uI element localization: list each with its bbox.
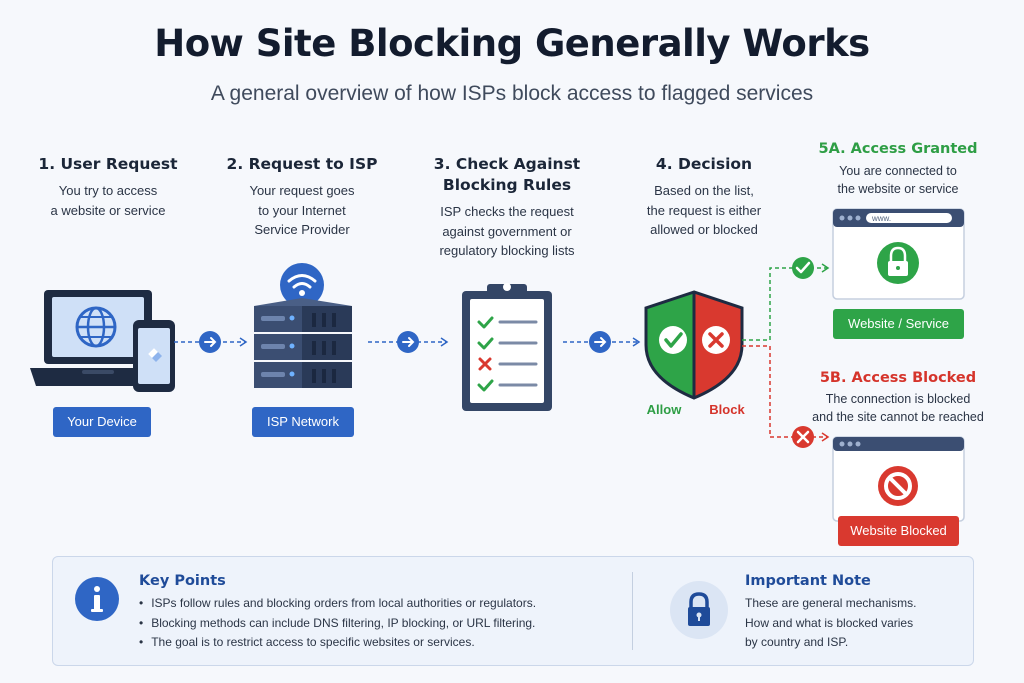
branch-allow-line <box>742 257 830 341</box>
allow-label: Allow <box>646 402 682 417</box>
url-text: www. <box>871 214 891 223</box>
page-title: How Site Blocking Generally Works <box>154 22 870 65</box>
key-points-list: ISPs follow rules and blocking orders fr… <box>139 594 619 653</box>
website-service-label: Website / Service <box>833 309 964 339</box>
page-subtitle: A general overview of how ISPs block acc… <box>210 82 814 105</box>
no-entry-icon <box>878 466 918 506</box>
key-point-item: Blocking methods can include DNS filteri… <box>139 614 619 634</box>
your-device-label: Your Device <box>53 407 151 437</box>
step-1-title: 1. User Request <box>38 155 178 173</box>
flow-arrow-1 <box>174 331 248 353</box>
flow-arrow-2 <box>368 331 449 353</box>
block-label: Block <box>709 402 745 417</box>
browser-granted-window: www. <box>832 208 965 300</box>
smartphone-icon <box>133 320 175 392</box>
important-note-title: Important Note <box>745 573 871 589</box>
branch-block-line <box>742 345 830 448</box>
lock-icon <box>670 581 728 639</box>
clipboard-checklist-icon <box>462 283 552 411</box>
outcome-blocked-title: 5B. Access Blocked <box>819 370 977 386</box>
step-2-title: 2. Request to ISP <box>226 155 378 173</box>
server-wifi-icon <box>254 263 352 388</box>
padlock-icon <box>877 242 919 284</box>
browser-blocked-window <box>832 436 965 522</box>
info-icon <box>75 577 119 621</box>
website-blocked-label: Website Blocked <box>838 516 959 546</box>
important-note-text: These are general mechanisms.How and wha… <box>745 596 917 649</box>
outcome-granted-title: 5A. Access Granted <box>818 141 978 157</box>
step-4-title: 4. Decision <box>655 155 753 173</box>
flow-arrow-3 <box>563 331 641 353</box>
isp-network-label: ISP Network <box>252 407 354 437</box>
key-points-title: Key Points <box>139 573 226 589</box>
key-point-item: The goal is to restrict access to specif… <box>139 633 619 653</box>
shield-allow-block-icon <box>644 290 744 400</box>
laptop-globe-icon <box>30 290 166 386</box>
panel-divider <box>632 572 633 650</box>
key-point-item: ISPs follow rules and blocking orders fr… <box>139 594 619 614</box>
